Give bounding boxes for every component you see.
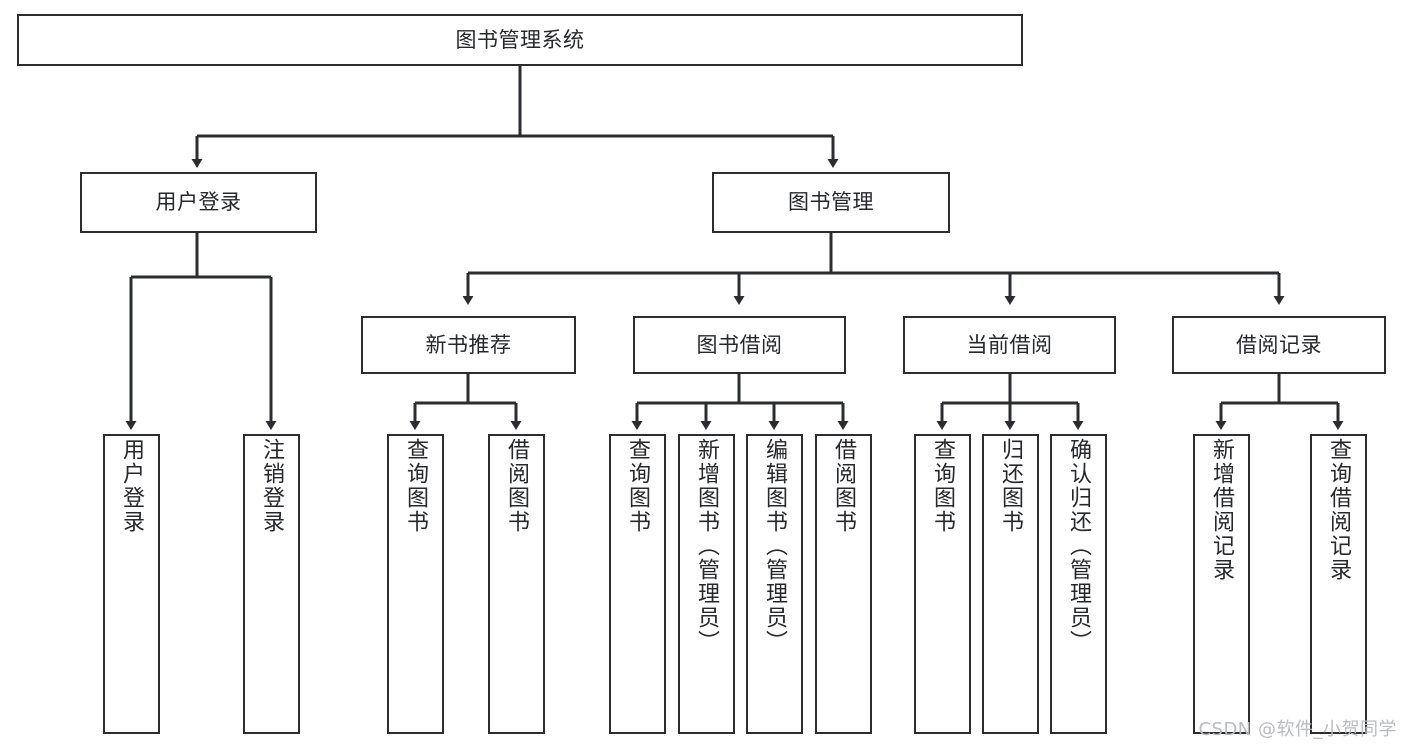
leaf-add-borrow-record[interactable]: 新增借阅记录 [1193, 434, 1250, 734]
node-current-borrow[interactable]: 当前借阅 [903, 316, 1116, 374]
node-label: 确认归还（管理员） [1066, 438, 1092, 654]
node-user-login[interactable]: 用户登录 [80, 172, 317, 233]
node-root-book-management-system[interactable]: 图书管理系统 [17, 14, 1023, 66]
leaf-return-book[interactable]: 归还图书 [982, 434, 1039, 734]
leaf-confirm-return-admin[interactable]: 确认归还（管理员） [1050, 434, 1107, 734]
node-new-book-recommend[interactable]: 新书推荐 [361, 316, 576, 374]
node-label: 用户登录 [119, 438, 145, 534]
node-label: 图书管理系统 [455, 27, 585, 52]
leaf-query-book-borrow[interactable]: 查询图书 [609, 434, 666, 734]
node-label: 图书管理 [788, 190, 874, 215]
leaf-edit-book-admin[interactable]: 编辑图书（管理员） [746, 434, 803, 734]
node-label: 用户登录 [155, 190, 242, 215]
leaf-add-book-admin[interactable]: 新增图书（管理员） [678, 434, 735, 734]
node-label: 查询借阅记录 [1326, 438, 1352, 582]
node-label: 当前借阅 [966, 332, 1053, 357]
node-label: 新增借阅记录 [1209, 438, 1235, 582]
node-label: 新书推荐 [425, 332, 512, 357]
leaf-logout-login[interactable]: 注销登录 [243, 434, 300, 734]
leaf-borrow-book[interactable]: 借阅图书 [815, 434, 872, 734]
leaf-query-book-recommend[interactable]: 查询图书 [387, 434, 444, 734]
node-label: 借阅图书 [504, 438, 530, 534]
node-book-management[interactable]: 图书管理 [712, 172, 950, 233]
node-label: 查询图书 [625, 438, 651, 534]
node-label: 借阅图书 [831, 438, 857, 534]
leaf-query-book-current[interactable]: 查询图书 [914, 434, 971, 734]
node-label: 归还图书 [998, 438, 1024, 534]
node-label: 查询图书 [403, 438, 429, 534]
node-label: 借阅记录 [1236, 332, 1322, 357]
node-label: 新增图书（管理员） [694, 438, 720, 654]
node-label: 图书借阅 [696, 332, 783, 357]
leaf-query-borrow-record[interactable]: 查询借阅记录 [1310, 434, 1367, 734]
node-label: 查询图书 [930, 438, 956, 534]
leaf-borrow-book-recommend[interactable]: 借阅图书 [488, 434, 545, 734]
node-label: 编辑图书（管理员） [762, 438, 788, 654]
csdn-watermark: CSDN @软件_小贺同学 [1198, 719, 1397, 740]
leaf-user-login[interactable]: 用户登录 [103, 434, 160, 734]
node-label: 注销登录 [259, 438, 285, 534]
node-borrow-record[interactable]: 借阅记录 [1172, 316, 1386, 374]
node-book-borrow[interactable]: 图书借阅 [633, 316, 846, 374]
